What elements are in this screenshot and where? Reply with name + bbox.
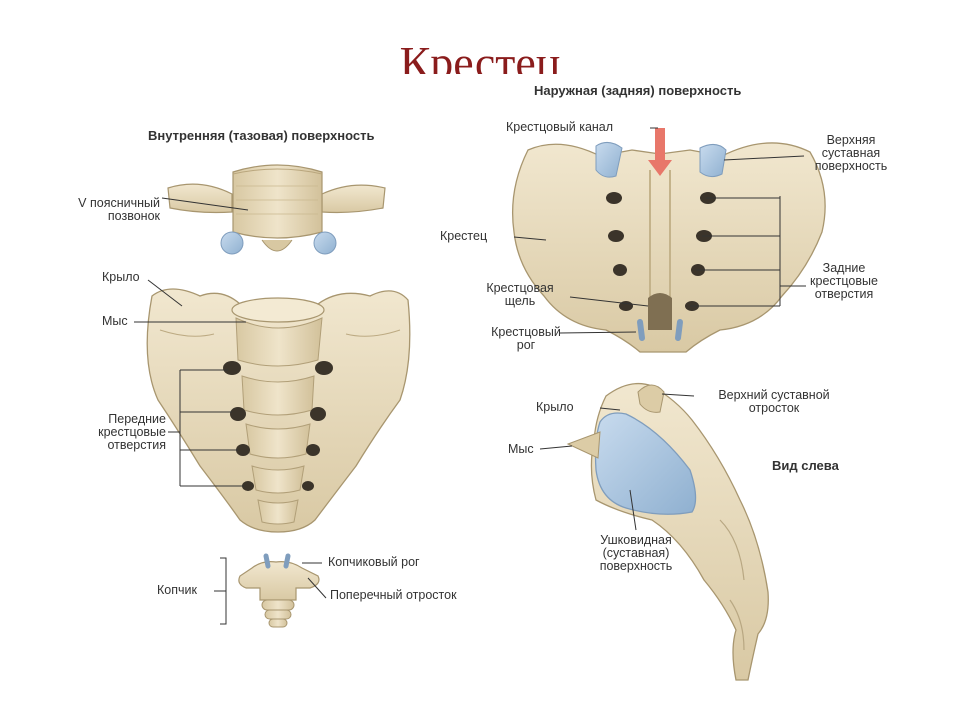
label-wing-anterior: Крыло xyxy=(102,270,140,284)
label-line: щель xyxy=(504,294,536,308)
sacral-canal-arrow xyxy=(648,128,672,176)
label-sacral-horn: Крестцовый рог xyxy=(486,326,566,352)
label-sacral-canal: Крестцовый канал xyxy=(506,120,614,134)
sacrum-lateral xyxy=(566,382,769,681)
label-line: Верхний суставной xyxy=(718,388,830,402)
label-anterior-foramina: Передние крестцовые отверстия xyxy=(60,413,166,452)
label-line: Крестцовый xyxy=(491,325,561,339)
label-promontory-anterior: Мыс xyxy=(102,314,128,328)
label-line: V поясничный xyxy=(78,196,160,210)
label-line: Верхняя xyxy=(826,133,876,147)
label-line: поверхность xyxy=(814,159,888,173)
label-l5-vertebra: V поясничный позвонок xyxy=(40,197,160,223)
inner-surface-title: Внутренняя (тазовая) поверхность xyxy=(148,128,375,143)
label-line: крестцовые xyxy=(98,425,166,439)
label-coccyx: Копчик xyxy=(157,583,197,597)
label-superior-articular-process: Верхний суставной отросток xyxy=(696,389,852,415)
sacrum-anterior xyxy=(146,288,411,533)
outer-surface-title: Наружная (задняя) поверхность xyxy=(534,83,742,98)
label-promontory-lateral: Мыс xyxy=(508,442,534,456)
label-line: Задние xyxy=(822,261,866,275)
label-superior-articular-surface: Верхняя суставная поверхность xyxy=(800,134,902,173)
label-line: (суставная) xyxy=(602,546,670,560)
label-transverse-process: Поперечный отросток xyxy=(330,588,457,602)
sacrum-posterior xyxy=(511,142,826,353)
label-line: Передние xyxy=(108,412,166,426)
label-sacrum: Крестец xyxy=(440,229,488,243)
left-view-title: Вид слева xyxy=(772,458,839,473)
label-wing-lateral: Крыло xyxy=(536,400,574,414)
label-line: поверхность xyxy=(599,559,673,573)
label-sacral-hiatus: Крестцовая щель xyxy=(470,282,570,308)
label-line: отверстия xyxy=(107,438,166,452)
label-line: позвонок xyxy=(107,209,160,223)
label-line: крестцовые xyxy=(810,274,878,288)
label-line: суставная xyxy=(821,146,881,160)
slide-title: Крестец xyxy=(399,40,561,74)
label-posterior-foramina: Задние крестцовые отверстия xyxy=(796,262,892,301)
label-auricular-surface: Ушковидная (суставная) поверхность xyxy=(582,534,690,573)
label-line: Крестцовая xyxy=(486,281,554,295)
l5-vertebra xyxy=(167,164,386,255)
label-line: отверстия xyxy=(814,287,874,301)
coccyx-drawing xyxy=(238,553,320,628)
label-line: рог xyxy=(516,338,536,352)
leader-lines xyxy=(134,127,806,625)
label-line: отросток xyxy=(748,401,800,415)
label-coccygeal-horn: Копчиковый рог xyxy=(328,555,420,569)
label-line: Ушковидная xyxy=(600,533,672,547)
